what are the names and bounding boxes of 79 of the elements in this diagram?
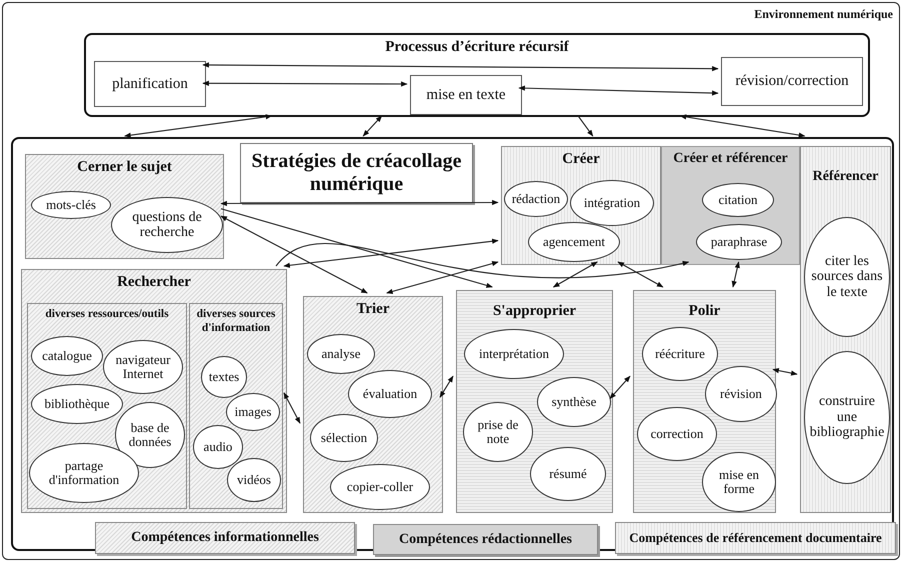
activity-oval: rédaction: [504, 181, 568, 217]
arrow: [283, 238, 499, 268]
strategy-box: [456, 290, 613, 513]
activity-oval: correction: [637, 407, 717, 461]
arrow: [440, 376, 454, 398]
competency-box: Compétences rédactionnelles: [373, 524, 598, 555]
box-heading: Cerner le sujet: [76, 159, 173, 176]
arrow: [610, 376, 630, 399]
strategy-box: [21, 269, 287, 513]
activity-oval: construire une bibliographie: [804, 351, 890, 484]
activity-oval: paraphrase: [696, 224, 782, 260]
activity-oval: textes: [201, 356, 247, 398]
activity-oval: images: [226, 393, 280, 431]
arrow: [518, 86, 719, 96]
box-heading: diverses ressources/outils: [44, 308, 170, 320]
activity-oval: sélection: [310, 414, 378, 462]
arrow: [202, 62, 719, 72]
strategy-box: [25, 154, 224, 259]
activity-oval: synthèse: [537, 377, 611, 427]
process-panel: [84, 33, 870, 117]
title-box: Stratégies de créacollage numérique: [240, 143, 473, 203]
box-heading: Référencer: [812, 169, 880, 185]
arrow: [552, 262, 598, 288]
box-heading: Processus d’écriture récursif: [384, 39, 570, 56]
process-box: planification: [94, 61, 206, 107]
arrow: [284, 392, 300, 424]
box-heading: Polir: [688, 303, 722, 320]
activity-oval: audio: [193, 425, 243, 469]
activity-oval: questions de recherche: [111, 197, 223, 253]
strategy-box: [633, 290, 776, 513]
arrow: [362, 116, 382, 136]
box-heading: Créer: [561, 151, 601, 168]
activity-oval: agencement: [528, 222, 620, 262]
activity-oval: intégration: [570, 180, 654, 226]
activity-oval: mots-clés: [31, 191, 111, 219]
activity-oval: bibliothèque: [31, 384, 123, 424]
category-box: [27, 303, 187, 509]
activity-oval: révision: [705, 366, 777, 422]
arrow: [617, 262, 664, 288]
activity-oval: vidéos: [227, 458, 281, 502]
competency-box: Compétences de référencement documentaire: [615, 522, 896, 554]
box-heading: Créer et référencer: [672, 151, 789, 167]
activity-oval: interprétation: [464, 329, 564, 379]
arrow: [680, 114, 806, 138]
box-heading: Environnement numérique: [754, 7, 893, 22]
arrow: [578, 116, 594, 137]
arrow: [732, 261, 740, 288]
category-box: [189, 303, 283, 509]
arrow: [772, 368, 798, 376]
box-heading: Trier: [355, 301, 391, 318]
activity-oval: prise de note: [463, 402, 533, 462]
activity-oval: citation: [702, 183, 774, 217]
arrow: [220, 200, 499, 206]
strategy-box: [800, 146, 891, 513]
activity-oval: citer les sources dans le texte: [804, 217, 890, 337]
arrow: [220, 208, 493, 288]
arrow: [202, 80, 408, 87]
box-heading: diverses sources d'information: [196, 308, 276, 336]
arrow: [220, 216, 368, 294]
arrow: [124, 114, 272, 138]
activity-oval: évaluation: [348, 370, 432, 418]
strategy-box: [303, 296, 443, 513]
arrow: [386, 261, 499, 294]
activity-oval: base de données: [115, 402, 185, 468]
box-heading: S'approprier: [492, 303, 578, 320]
process-box: mise en texte: [410, 75, 522, 115]
activity-oval: copier-coller: [330, 464, 430, 510]
activity-oval: réécriture: [642, 327, 718, 381]
strategy-box: [501, 146, 661, 265]
activity-oval: résumé: [530, 447, 606, 501]
activity-oval: analyse: [307, 334, 375, 374]
box-heading: Rechercher: [116, 274, 192, 291]
process-box: révision/correction: [721, 57, 863, 106]
activity-oval: mise en forme: [702, 452, 776, 512]
strategy-box: [661, 146, 800, 265]
competency-box: Compétences informationnelles: [95, 522, 355, 554]
activity-oval: catalogue: [31, 336, 103, 376]
activity-oval: navigateur Internet: [103, 340, 183, 394]
arrow: [276, 243, 690, 278]
